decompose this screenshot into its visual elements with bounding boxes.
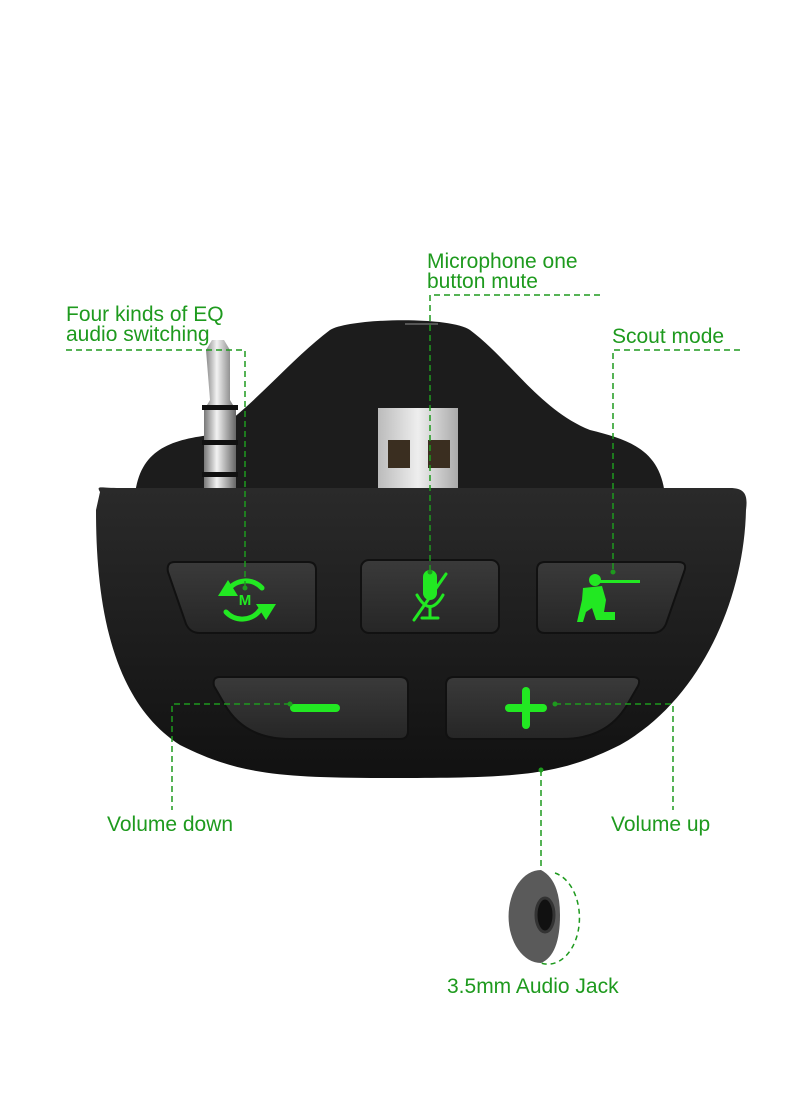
- scout-label: Scout mode: [612, 325, 725, 348]
- eq-button: [166, 561, 317, 634]
- volume-up-label: Volume up: [611, 813, 711, 836]
- eq-cycle-icon: M: [218, 578, 276, 622]
- minus-icon: [290, 704, 340, 712]
- audio-jack-detail: [508, 870, 581, 965]
- soldier-icon: [577, 574, 640, 622]
- audio-jack-label: 3.5mm Audio Jack: [447, 975, 619, 998]
- device-back: [135, 320, 665, 495]
- eq-label-line2: audio switching: [66, 323, 210, 346]
- mic-label-line2: button mute: [427, 270, 538, 293]
- plus-icon: [505, 687, 547, 729]
- eq-label-line1: Four kinds of EQ: [66, 303, 224, 326]
- svg-text:M: M: [239, 592, 252, 609]
- audio-plug: [202, 340, 238, 495]
- microphone-muted-icon: [412, 570, 448, 622]
- mic-label-line1: Microphone one: [427, 250, 578, 273]
- usb-connector: [378, 408, 458, 493]
- volume-down-label: Volume down: [107, 813, 234, 836]
- callout-lines: [66, 294, 740, 870]
- scout-button: [536, 561, 687, 634]
